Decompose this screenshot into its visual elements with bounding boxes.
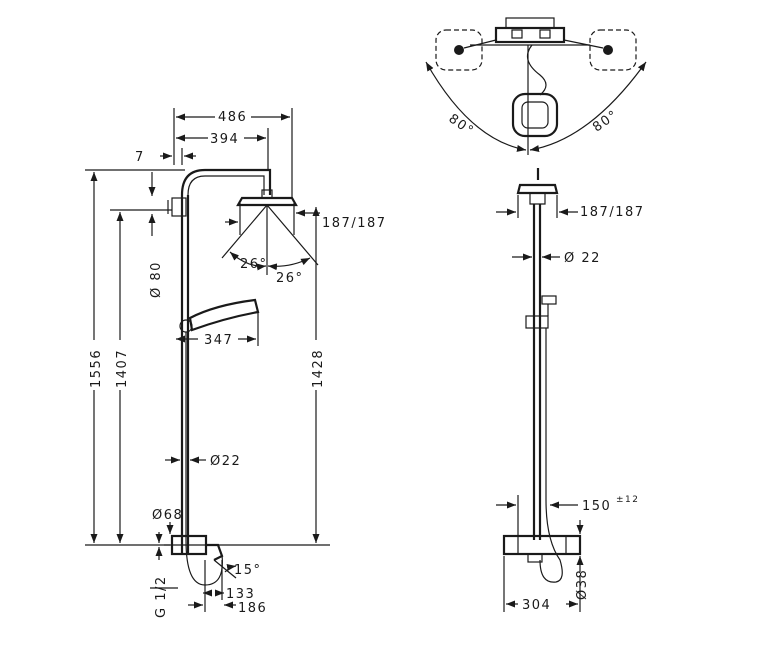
thermostat-front — [502, 534, 582, 563]
label-diameter-38: Ø38 — [575, 569, 590, 600]
dimension-150: 150 ±12 — [496, 495, 640, 536]
dimension-133: 133 — [203, 560, 255, 612]
dimension-486: 486 — [173, 108, 293, 198]
label-angle-80-right: 80° — [590, 107, 621, 135]
dimension-pipe-22: Ø22 — [165, 454, 241, 469]
label-head-187: 187/187 — [322, 216, 387, 231]
dimension-diameter-80: Ø 80 — [148, 172, 164, 298]
thermostat-mixer — [164, 534, 224, 561]
overhead-shower-head — [236, 189, 298, 207]
front-view: 187/187 Ø 22 150 ±12 Ø38 3 — [496, 168, 645, 613]
dimension-1407: 1407 — [115, 212, 130, 543]
label-304: 304 — [522, 598, 551, 613]
label-thread-g12: G 1/2 — [154, 575, 169, 618]
label-347: 347 — [204, 333, 233, 348]
overhead-head-front — [516, 168, 559, 205]
dimension-pipe-22-front: Ø 22 — [512, 251, 601, 266]
dimension-angle-15: 15° — [213, 559, 262, 579]
label-186: 186 — [238, 601, 267, 616]
label-angle-15: 15° — [234, 563, 262, 578]
label-tolerance-12: ±12 — [616, 495, 640, 505]
dimension-304: 304 — [503, 556, 581, 613]
rotation-arc: 80° 80° — [425, 45, 647, 155]
dimension-1556: 1556 — [89, 172, 104, 543]
label-angle-26-left: 26° — [240, 257, 268, 272]
top-view: 80° 80° — [425, 17, 647, 155]
label-head-187-front: 187/187 — [580, 205, 645, 220]
overhead-head-top — [511, 44, 559, 138]
riser-front — [532, 204, 542, 540]
label-angle-26-right: 26° — [276, 271, 304, 286]
hand-shower-front — [525, 295, 557, 329]
label-diameter-68: Ø68 — [152, 508, 183, 523]
label-7: 7 — [135, 150, 145, 165]
hand-shower — [179, 298, 260, 333]
dimension-diameter-38: Ø38 — [575, 520, 590, 600]
label-1556: 1556 — [89, 349, 104, 388]
label-pipe-22: Ø22 — [210, 454, 241, 469]
label-133: 133 — [226, 587, 255, 602]
dimension-7: 7 — [135, 148, 196, 165]
hose-front — [539, 328, 563, 583]
dimension-head-187-front: 187/187 — [496, 195, 645, 220]
handle-right — [563, 29, 637, 71]
dimension-347: 347 — [176, 312, 259, 348]
side-view: 486 394 7 187/187 26 — [85, 108, 387, 618]
dimension-186: 186 — [188, 601, 267, 616]
label-diameter-80: Ø 80 — [149, 261, 164, 298]
dimension-diameter-68: Ø68 — [152, 508, 183, 534]
riser-pipe — [180, 168, 272, 555]
label-394: 394 — [210, 132, 239, 147]
label-486: 486 — [218, 110, 247, 125]
label-1407: 1407 — [115, 349, 130, 388]
label-angle-80-left: 80° — [446, 111, 477, 139]
handle-left — [435, 29, 497, 71]
label-1428: 1428 — [311, 349, 326, 388]
label-pipe-22-front: Ø 22 — [564, 251, 601, 266]
dimension-1428: 1428 — [311, 207, 326, 543]
mixer-body-top — [470, 17, 590, 46]
label-150: 150 — [582, 499, 611, 514]
dimension-thread-g12: G 1/2 — [150, 532, 178, 618]
dimension-394: 394 — [176, 128, 269, 170]
dimension-head-187: 187/187 — [225, 203, 387, 235]
spray-angle-lines: 26° 26° — [221, 204, 319, 286]
wall-bracket — [167, 197, 187, 217]
